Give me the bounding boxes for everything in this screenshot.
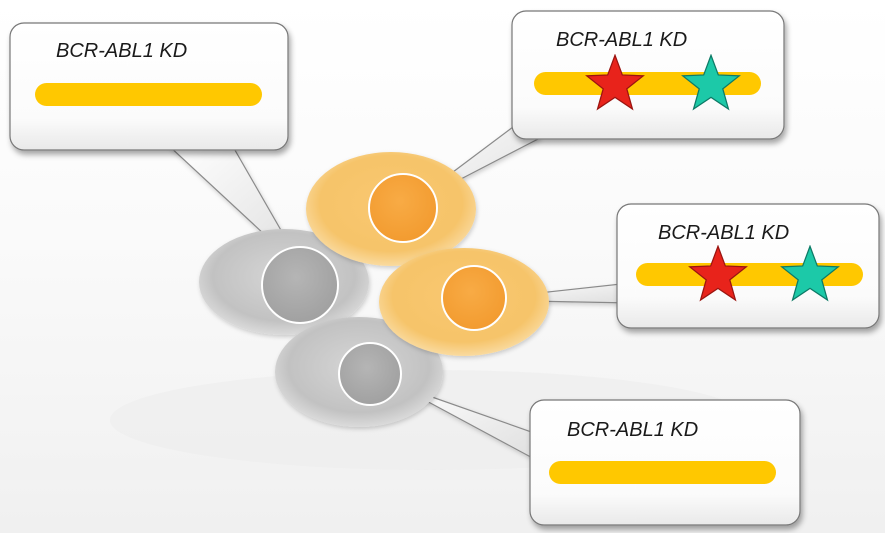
gene-label: BCR-ABL1 KD [556, 29, 687, 51]
mutant-nucleus [441, 265, 507, 331]
callout-box-1: BCR-ABL1 KD [9, 22, 289, 151]
mutant-cell-1 [306, 152, 476, 266]
gene-bar [35, 83, 262, 106]
wild-type-cell-2 [275, 317, 443, 427]
callout-box-2: BCR-ABL1 KD [511, 10, 785, 140]
gene-label: BCR-ABL1 KD [658, 222, 789, 244]
wild-type-nucleus [261, 246, 339, 324]
callout-box-3: BCR-ABL1 KD [616, 203, 880, 329]
gene-bar [549, 461, 776, 484]
mutant-nucleus [368, 173, 438, 243]
wild-type-nucleus [338, 342, 402, 406]
mutant-cell-2 [379, 248, 549, 356]
wild-type-cell-1 [199, 229, 369, 335]
gene-label: BCR-ABL1 KD [567, 419, 698, 441]
callout-box-4: BCR-ABL1 KD [529, 399, 801, 526]
gene-label: BCR-ABL1 KD [56, 40, 187, 62]
